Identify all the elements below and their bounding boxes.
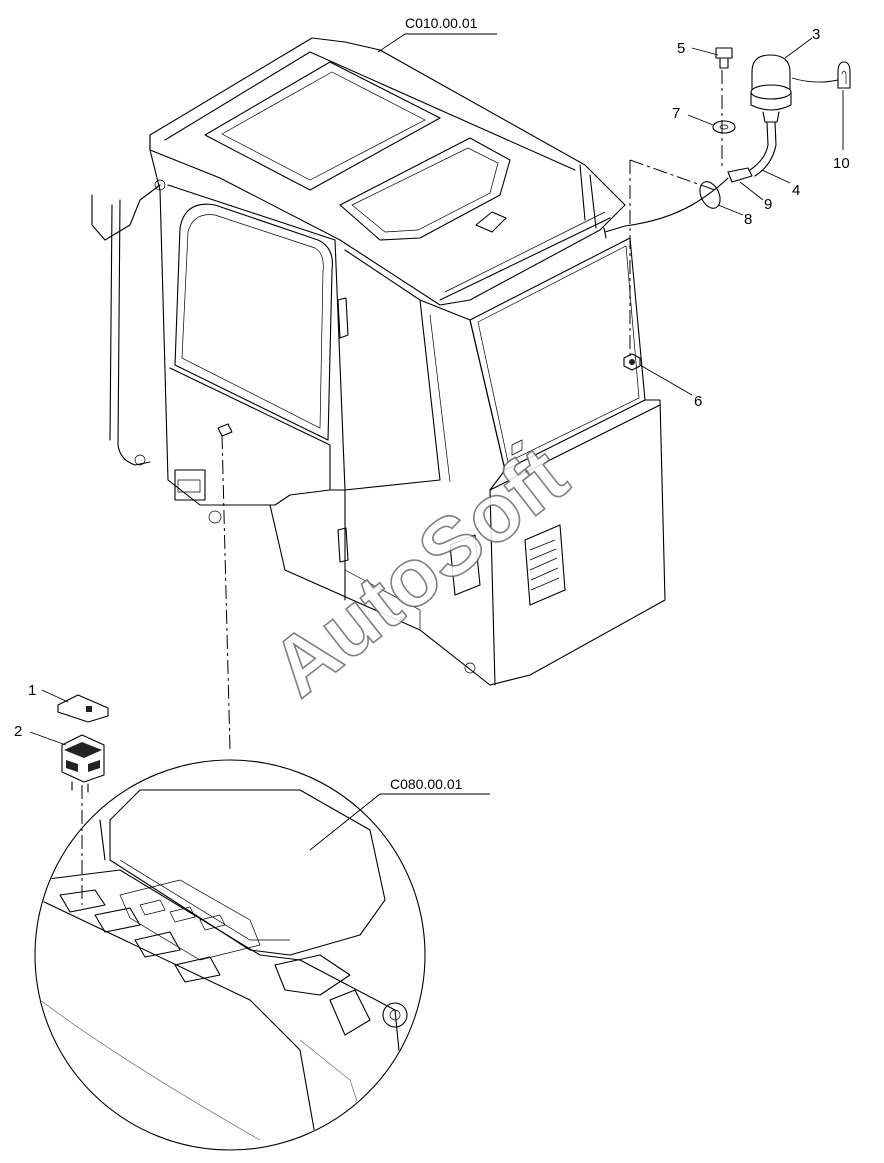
callout-10: 10	[833, 155, 850, 172]
beacon-parts	[623, 47, 851, 371]
callout-1: 1	[28, 682, 36, 699]
watermark-text: AutoSoft	[255, 429, 584, 714]
callout-2: 2	[14, 723, 22, 740]
beacon-cable	[604, 177, 729, 233]
reference-label-console: C080.00.01	[390, 776, 463, 792]
callout-4: 4	[792, 182, 800, 199]
cab-drawing	[91, 37, 666, 686]
callout-5: 5	[677, 40, 685, 57]
callout-7: 7	[672, 105, 680, 122]
reference-label-cab: C010.00.01	[405, 15, 478, 31]
console-detail	[34, 759, 426, 1151]
leader-lines	[29, 33, 844, 851]
callout-9: 9	[764, 196, 772, 213]
callout-3: 3	[812, 26, 820, 43]
switch-parts	[57, 694, 109, 793]
callout-6: 6	[694, 393, 702, 410]
callout-8: 8	[744, 211, 752, 228]
